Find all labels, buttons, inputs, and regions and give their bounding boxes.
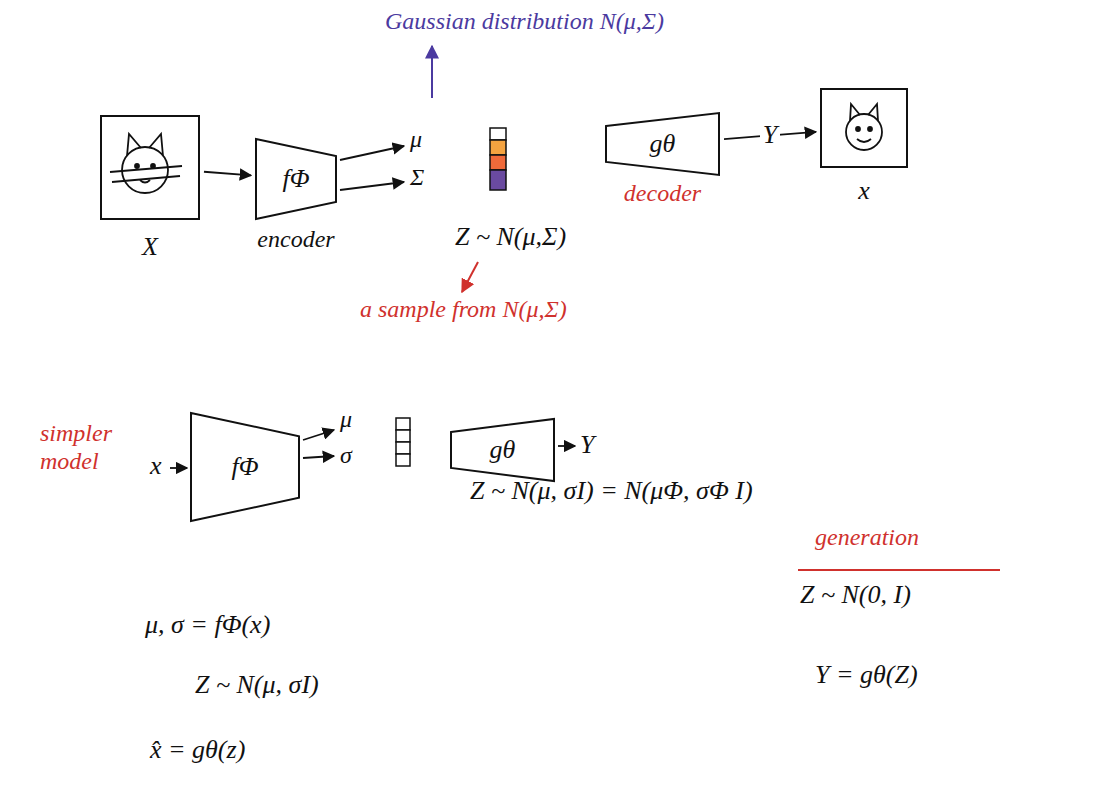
latent-vector — [396, 418, 410, 466]
annotation-text: μ, σ = fΦ(x) — [145, 610, 270, 640]
edge-label: Y — [760, 120, 780, 150]
block-label: gθ — [490, 435, 516, 465]
annotation-text: Σ — [410, 164, 424, 192]
image-box: x — [820, 88, 908, 168]
decoder-block: gθ — [450, 418, 555, 482]
annotation-text: μ — [410, 126, 422, 154]
decoder-block: gθdecoder — [605, 112, 720, 176]
block-caption: X — [142, 232, 158, 262]
block-caption: x — [858, 176, 870, 206]
block-caption: encoder — [257, 226, 334, 253]
annotation-text: x — [150, 451, 162, 481]
input-arrow — [170, 467, 187, 469]
block-label: gθ — [650, 129, 676, 159]
annotation-text: μ — [340, 406, 352, 434]
annotation-text: Z ~ N(μ, σI) = N(μΦ, σΦ I) — [470, 476, 753, 506]
cat-sketch — [110, 134, 182, 193]
annotation-text: x̂ = gθ(z) — [150, 735, 245, 765]
output-arrow — [558, 445, 575, 447]
output-arrow — [303, 430, 334, 440]
annotation-text: Y = gθ(Z) — [815, 660, 918, 690]
annotation-text: Z ~ N(μ, σI) — [195, 670, 319, 700]
block-label: fΦ — [231, 452, 258, 482]
latent-vector — [490, 128, 506, 190]
block-caption: decoder — [624, 180, 701, 207]
underline — [798, 569, 1000, 571]
annotation-text: generation — [815, 524, 919, 552]
output-arrow — [303, 456, 334, 458]
encoder-block: fΦ — [190, 412, 300, 522]
output-arrow — [340, 146, 404, 160]
annotation-text: a sample from N(μ,Σ) — [360, 296, 567, 324]
pointer-arrow — [462, 262, 478, 292]
flow-arrow — [204, 172, 251, 176]
annotation-text: simpler model — [40, 420, 155, 475]
annotation-text: Y — [580, 430, 594, 460]
block-label: fΦ — [282, 164, 309, 194]
pointer-arrow — [431, 46, 433, 98]
encoder-block: fΦencoder — [255, 138, 337, 220]
cat-sketch — [846, 104, 882, 150]
annotation-text: Z ~ N(μ,Σ) — [455, 222, 566, 252]
image-box: X — [100, 115, 200, 220]
annotation-text: σ — [340, 442, 352, 470]
output-arrow — [340, 182, 404, 190]
annotation-text: Z ~ N(0, I) — [800, 580, 911, 610]
annotation-text: Gaussian distribution N(μ,Σ) — [385, 8, 664, 36]
